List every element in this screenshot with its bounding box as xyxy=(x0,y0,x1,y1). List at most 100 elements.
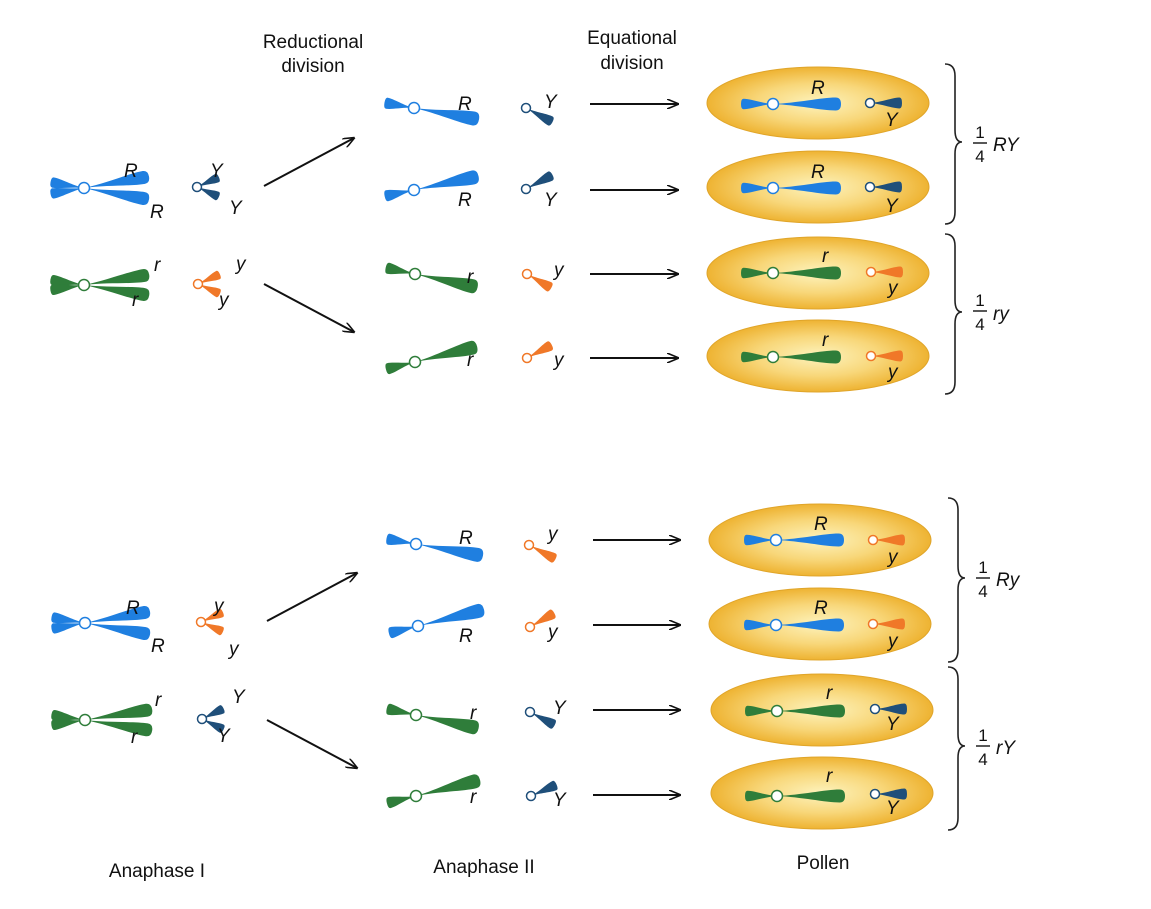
gene-label-r: r xyxy=(470,787,477,808)
chromatid-long-arm xyxy=(414,108,480,126)
chromatid-short-arm xyxy=(51,719,85,731)
chromatid-long-arm xyxy=(84,285,150,302)
chromosome-Y xyxy=(524,706,556,729)
centromere xyxy=(408,355,422,369)
chromatid-short-arm xyxy=(741,267,773,279)
equational-division-label-2: division xyxy=(600,53,663,74)
centromere xyxy=(191,181,203,193)
gene-label-Y: Y xyxy=(553,698,567,719)
centromere xyxy=(195,616,207,628)
gene-label-R: R xyxy=(458,190,472,211)
chromosome-Y xyxy=(520,171,554,195)
chromatid-long-arm xyxy=(776,533,844,547)
chromatid-long-arm xyxy=(85,623,151,641)
chromatid-arm xyxy=(530,609,556,627)
chromosome-y xyxy=(867,618,905,630)
chromatid-arm xyxy=(871,350,903,362)
chromosome-Y xyxy=(864,181,902,193)
centromere xyxy=(77,181,91,195)
chromatid-short-arm xyxy=(745,790,777,802)
chromatid-short-arm xyxy=(386,796,416,809)
fraction-genotype: Ry xyxy=(996,570,1021,591)
chromosome-R-pair xyxy=(50,170,150,206)
centromere xyxy=(524,621,536,633)
centromere xyxy=(865,350,877,362)
arrow-reductional-4 xyxy=(266,719,357,768)
centromere xyxy=(407,101,421,115)
chromatid-long-arm xyxy=(415,340,478,362)
chromosome-Y xyxy=(869,703,907,715)
fraction-3: 1 4 Ry xyxy=(976,558,1021,601)
chromatid-long-arm xyxy=(85,703,153,720)
centromere xyxy=(520,102,532,114)
reductional-division-label-2: division xyxy=(281,56,344,77)
chromosome-r-pair xyxy=(51,703,153,737)
gene-label-r: r xyxy=(826,683,833,704)
chromosome-R xyxy=(388,603,485,639)
centromere xyxy=(192,278,204,290)
gene-label-Y: Y xyxy=(885,196,899,217)
chromosome-r-pair xyxy=(50,268,150,302)
centromere xyxy=(869,788,881,800)
brace-4 xyxy=(947,666,966,831)
chromatid-arm xyxy=(202,719,225,733)
chromatid-arm xyxy=(197,187,220,201)
chromatid-short-arm xyxy=(50,284,84,296)
chromatid-long-arm xyxy=(85,605,151,623)
gene-label-R: R xyxy=(814,598,828,619)
chromosome-r xyxy=(385,262,478,294)
chromatid-arm xyxy=(875,788,907,800)
chromosome-Y-pair xyxy=(191,173,220,201)
gene-label-Y: Y xyxy=(217,726,231,747)
fraction-genotype: rY xyxy=(996,738,1016,759)
chromatid-arm xyxy=(870,181,902,193)
centromere xyxy=(409,708,423,722)
arrow-reductional-2 xyxy=(263,283,354,332)
chromatid-arm xyxy=(529,545,557,563)
chromosome-r xyxy=(386,774,481,809)
chromatid-short-arm xyxy=(386,533,416,545)
centromere xyxy=(78,616,92,630)
centromere xyxy=(196,713,208,725)
gene-label-r: r xyxy=(155,690,162,711)
gene-label-y: y xyxy=(886,278,899,299)
gene-label-r: r xyxy=(131,727,138,748)
gene-labels: R R Y Y r r y y R Y R Y r y r y R Y R Y … xyxy=(124,78,900,819)
brace-3 xyxy=(947,497,966,663)
chromatid-long-arm xyxy=(416,544,484,562)
chromatid-short-arm xyxy=(744,619,776,631)
chromosome-R xyxy=(741,181,841,195)
fraction-genotype: ry xyxy=(993,304,1010,325)
chromatid-arm xyxy=(527,341,553,358)
gene-label-R: R xyxy=(126,598,140,619)
anaphase-2-label: Anaphase II xyxy=(433,857,534,878)
chromatid-long-arm xyxy=(776,618,844,632)
fraction-numerator: 1 xyxy=(975,291,984,310)
chromosome-R xyxy=(741,97,841,111)
chromosomes xyxy=(50,97,907,809)
chromatid-short-arm xyxy=(51,612,85,624)
fraction-numerator: 1 xyxy=(975,123,984,142)
centromere xyxy=(409,789,423,803)
centromere xyxy=(409,537,423,551)
chromatid-arm xyxy=(871,266,903,278)
chromatid-arm xyxy=(873,534,905,546)
chromosome-Y xyxy=(864,97,902,109)
equational-division-label-1: Equational xyxy=(587,28,677,49)
centromere xyxy=(867,534,879,546)
chromatid-arm xyxy=(875,703,907,715)
gene-label-R: R xyxy=(151,636,165,657)
chromatid-short-arm xyxy=(741,182,773,194)
anaphase-1-label: Anaphase I xyxy=(109,861,205,882)
centromere xyxy=(521,352,533,364)
chromatid-arm xyxy=(526,171,554,189)
fraction-denominator: 4 xyxy=(978,582,987,601)
fraction-4: 1 4 rY xyxy=(976,726,1016,769)
gene-label-Y: Y xyxy=(544,190,558,211)
arrow-reductional-3 xyxy=(266,573,357,622)
chromatid-short-arm xyxy=(50,187,84,199)
gene-label-y: y xyxy=(546,524,559,545)
gene-label-R: R xyxy=(458,94,472,115)
reductional-division-label-1: Reductional xyxy=(263,32,363,53)
chromosome-Y xyxy=(525,780,558,802)
